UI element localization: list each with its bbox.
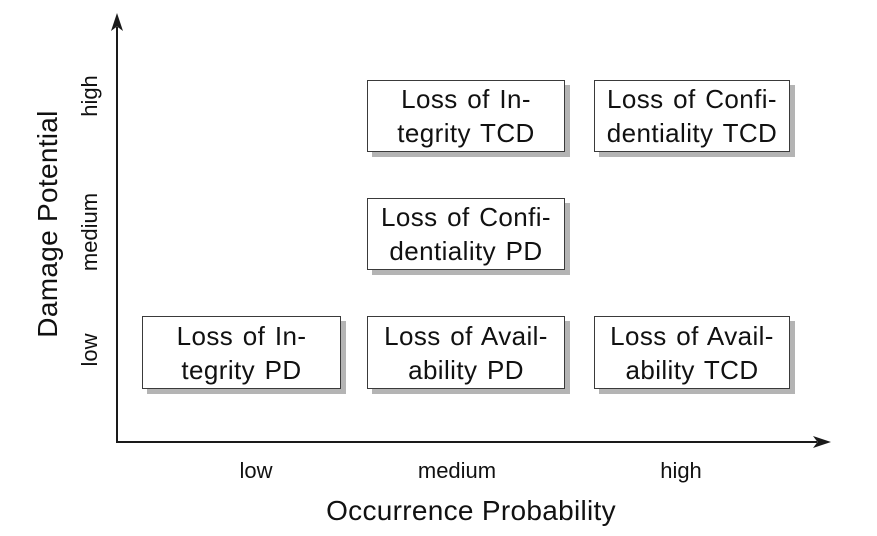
box-label-line: tegrity TCD <box>397 118 535 148</box>
matrix-box-loss-of-confidentiality-tcd: Loss of Confi- dentiality TCD <box>594 80 790 152</box>
x-axis-arrowhead-icon <box>813 436 831 448</box>
y-tick-medium: medium <box>77 192 102 272</box>
box-label-line: Loss of In- <box>401 84 531 114</box>
box-label-line: Loss of Avail- <box>384 320 548 351</box>
y-tick-low: low <box>77 333 102 367</box>
matrix-box-loss-of-availability-tcd: Loss of Avail- ability TCD <box>594 316 790 389</box>
box-label-line: dentiality PD <box>389 236 543 266</box>
matrix-box-loss-of-integrity-pd: Loss of In- tegrity PD <box>142 316 341 389</box>
x-tick-high: high <box>660 458 702 483</box>
box-label-line: Loss of In- <box>176 320 307 351</box>
box-label-line: Loss of Avail- <box>610 320 774 351</box>
matrix-box-loss-of-confidentiality-pd: Loss of Confi- dentiality PD <box>367 198 565 270</box>
x-tick-medium: medium <box>417 458 497 483</box>
box-label-line: Loss of Confi- <box>606 84 777 114</box>
x-axis-title: Occurrence Probability <box>326 495 616 526</box>
box-label-line: ability PD <box>408 354 524 385</box>
matrix-box-loss-of-integrity-tcd: Loss of In- tegrity TCD <box>367 80 565 152</box>
y-axis-arrowhead-icon <box>111 13 123 31</box>
matrix-box-loss-of-availability-pd: Loss of Avail- ability PD <box>367 316 565 389</box>
box-label-line: Loss of Confi- <box>380 202 551 232</box>
x-tick-low: low <box>239 458 273 483</box>
box-label-line: ability TCD <box>625 354 759 385</box>
box-label-line: tegrity PD <box>181 354 302 385</box>
y-axis-title: Damage Potential <box>32 110 63 338</box>
box-label-line: dentiality TCD <box>606 118 778 148</box>
y-tick-high: high <box>77 75 102 117</box>
